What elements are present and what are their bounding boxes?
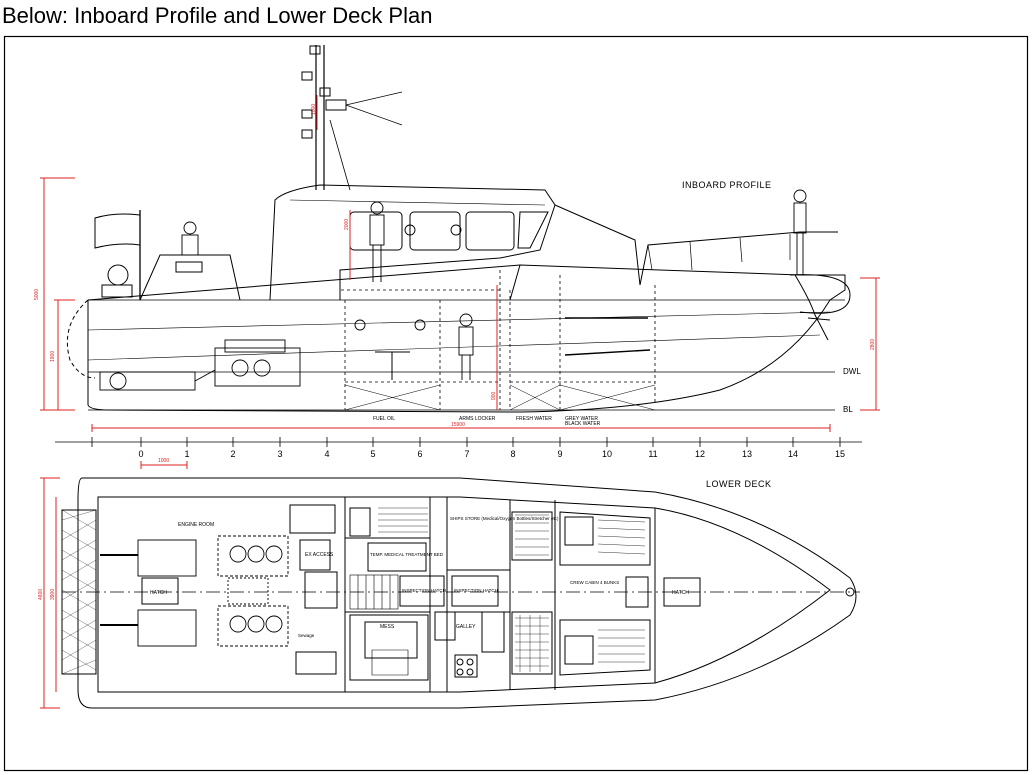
anchor	[794, 274, 831, 341]
tank-label-grey: GREY WATER	[565, 416, 598, 422]
label-mess: MESS	[380, 624, 395, 630]
dim-cabin-height: 2000	[344, 219, 350, 230]
label-crew-cabin: CREW CABIN 4 BUNKS	[570, 580, 619, 585]
label-sewage: Sewage	[298, 633, 315, 638]
dim-deck-height: 1900	[50, 351, 56, 362]
dwl-label: DWL	[843, 367, 861, 376]
tank-label-fuel: FUEL OIL	[373, 416, 395, 422]
sheet-border	[3, 35, 1029, 772]
label-temp-medical: TEMP. MEDICAL TREATMENT BED	[370, 552, 444, 557]
tank-label-black: BLACK WATER	[565, 421, 601, 427]
mast	[315, 45, 325, 190]
scale-tick: 11	[648, 449, 657, 459]
dim-small-height: 900	[491, 391, 497, 400]
scale-tick: 9	[557, 449, 562, 459]
label-ex-access: EX ACCESS	[305, 552, 334, 558]
scale-unit-label: 1000	[158, 458, 169, 464]
hull-outline	[87, 264, 846, 413]
bow-hatch	[663, 577, 701, 607]
scale-tick: 10	[602, 449, 612, 459]
deck-outer-hull	[77, 477, 857, 709]
figure-caption: Below: Inboard Profile and Lower Deck Pl…	[2, 3, 433, 28]
radar-beam	[345, 91, 403, 126]
lower-deck-title: LOWER DECK	[706, 479, 772, 489]
deckhouse	[269, 184, 556, 301]
profile-dim-labels: 5000 1900 2000 900 2800 1000 15900 1000	[34, 104, 876, 464]
scale-tick: 14	[788, 449, 798, 459]
label-inspection-hatch-2: INSPECTION HATCH	[454, 588, 498, 593]
scale-tick: 15	[835, 449, 845, 459]
label-engine-room: ENGINE ROOM	[178, 522, 214, 528]
dim-height-total: 5000	[34, 289, 40, 300]
scale-tick: 1	[184, 449, 189, 459]
beam-dimensions	[40, 477, 60, 709]
tank-label-arms: ARMS LOCKER	[459, 416, 496, 422]
cabin-grids	[378, 507, 646, 672]
crew-figures	[181, 189, 807, 380]
inboard-profile	[66, 45, 851, 413]
scale-tick: 12	[695, 449, 705, 459]
engines-profile	[99, 339, 301, 391]
label-inspection-hatch-1: INSPECTION HATCH	[402, 588, 446, 593]
profile-title: INBOARD PROFILE	[682, 180, 772, 190]
scale-tick: 3	[277, 449, 282, 459]
engine-hatch	[141, 577, 179, 605]
dim-beam-inner: 3900	[50, 589, 56, 600]
stern-fender	[66, 299, 96, 379]
bow-fender	[789, 274, 851, 314]
tank-label-fresh: FRESH WATER	[516, 416, 552, 422]
scale-tick-labels: 0 1 2 3 4 5 6 7 8 9 10 11 12 13 14 15	[138, 449, 845, 459]
ex-access-box	[299, 539, 331, 571]
dim-beam-outer: 4600	[38, 589, 44, 600]
lower-deck-plan	[61, 477, 860, 709]
label-galley: GALLEY	[456, 624, 476, 630]
label-ships-store: SHIPS STORE (Medical/Oxygen Bottles/Stre…	[450, 516, 559, 521]
scale-tick: 13	[742, 449, 752, 459]
bl-label: BL	[843, 405, 853, 414]
flag	[94, 213, 141, 249]
profile-dimensions	[40, 95, 880, 469]
frame-scale	[55, 437, 862, 447]
bow-rail	[639, 231, 838, 286]
dim-overall-length: 15900	[451, 422, 465, 428]
scale-tick: 5	[370, 449, 375, 459]
scale-tick: 6	[417, 449, 422, 459]
scale-tick: 0	[138, 449, 143, 459]
engines-plan	[100, 535, 289, 647]
label-hatch-bow: HATCH	[672, 590, 689, 596]
scale-tick: 8	[510, 449, 515, 459]
dim-bow-height: 2800	[870, 339, 876, 350]
scale-tick: 2	[230, 449, 235, 459]
dim-mast: 1000	[311, 104, 317, 115]
scale-tick: 4	[324, 449, 329, 459]
deck-inner-hull	[97, 496, 831, 693]
scale-tick: 7	[464, 449, 469, 459]
label-hatch-aft: HATCH	[150, 590, 167, 596]
